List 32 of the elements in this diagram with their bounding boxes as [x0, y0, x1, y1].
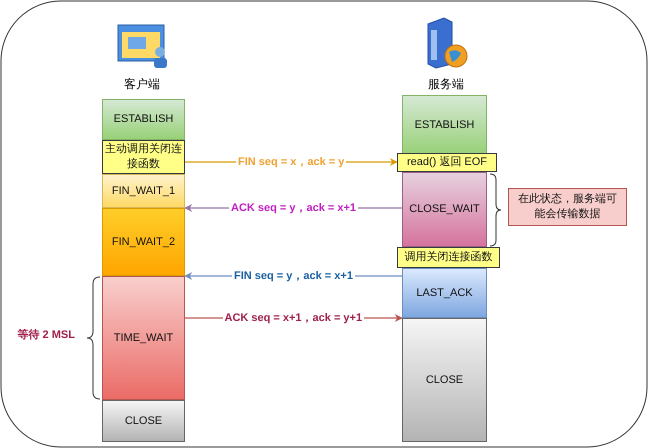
- state-box: [102, 276, 185, 400]
- action-box: [397, 247, 500, 268]
- state-label: TIME_WAIT: [114, 330, 174, 346]
- edge-label: FIN seq = x，ack = y: [236, 155, 346, 170]
- edge-label: FIN seq = y，ack = x+1: [232, 269, 355, 284]
- state-label: ESTABLISH: [114, 112, 174, 127]
- state-box: [102, 99, 185, 140]
- state-box: [402, 268, 487, 318]
- state-box: [102, 174, 185, 208]
- state-label: 调用关闭连接函数: [404, 250, 492, 265]
- state-label: FIN_WAIT_1: [112, 184, 176, 198]
- state-label: ESTABLISH: [414, 118, 474, 132]
- state-label: 在此状态，服务端可能会传输数据: [517, 192, 618, 222]
- state-box: [102, 208, 185, 276]
- duration-label: 等待 2 MSL: [18, 328, 75, 342]
- action-box: [397, 153, 497, 172]
- state-label: LAST_ACK: [416, 286, 473, 300]
- state-box: [402, 172, 487, 247]
- state-label: CLOSE: [124, 414, 162, 428]
- state-box: [102, 400, 185, 442]
- state-label: CLOSE_WAIT: [409, 202, 480, 217]
- state-label: read() 返回 EOF: [406, 155, 488, 170]
- role-label: 服务端: [428, 76, 464, 93]
- edge-label: ACK seq = y，ack = x+1: [229, 201, 358, 216]
- edge-label: ACK seq = x+1，ack = y+1: [222, 311, 364, 326]
- state-label: 主动调用关闭连接函数: [104, 142, 183, 172]
- state-label: FIN_WAIT_2: [112, 234, 176, 250]
- note-box: [508, 188, 627, 226]
- state-box: [402, 95, 487, 155]
- role-label: 客户端: [124, 76, 160, 93]
- state-box: [402, 318, 487, 442]
- state-label: CLOSE: [426, 372, 464, 388]
